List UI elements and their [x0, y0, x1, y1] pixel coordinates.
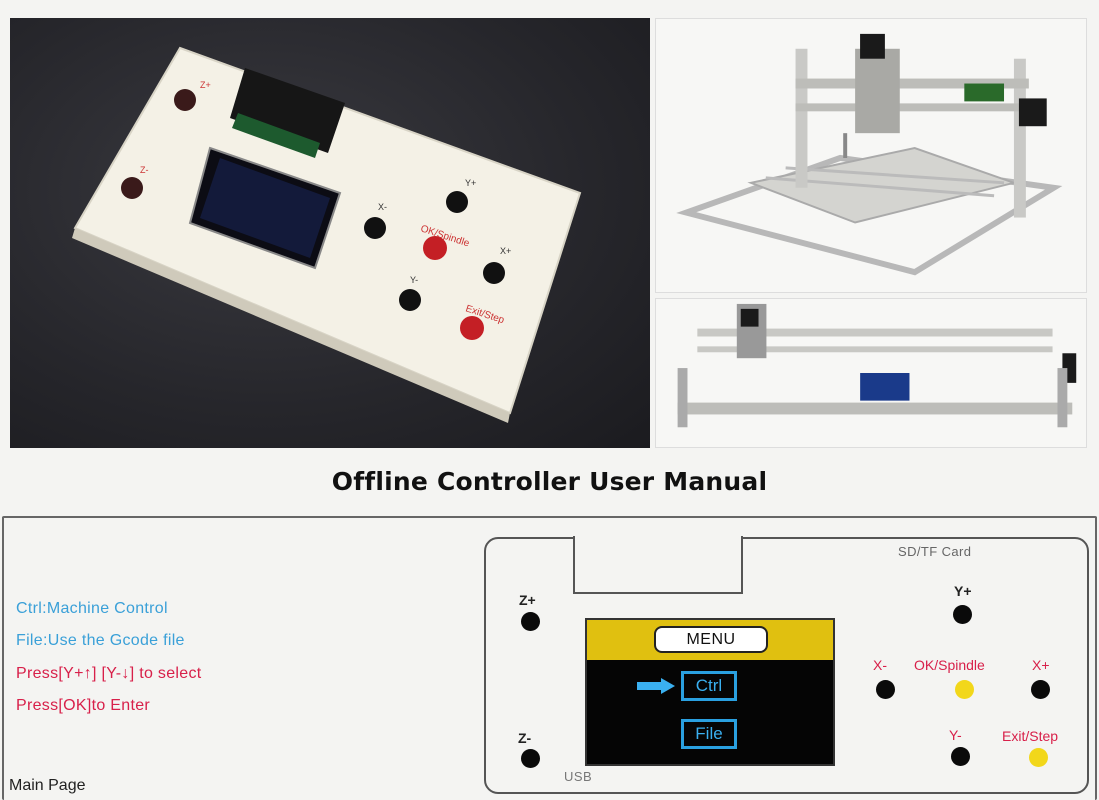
photo-button-y-minus	[399, 289, 421, 311]
y-plus-button[interactable]	[953, 605, 972, 624]
cnc-machine-photo	[655, 18, 1087, 293]
photo-button-x-minus	[364, 217, 386, 239]
main-page-panel	[2, 516, 1097, 800]
photo-button-z-minus	[121, 177, 143, 199]
instruction-file: File:Use the Gcode file	[16, 632, 185, 649]
sd-card-label: SD/TF Card	[898, 544, 972, 559]
cnc-front-rail	[697, 328, 1053, 337]
z-plus-button[interactable]	[521, 612, 540, 631]
x-minus-button[interactable]	[876, 680, 895, 699]
cnc-front-motor	[740, 308, 759, 327]
photo-button-z-plus	[174, 89, 196, 111]
photo-button-exit	[460, 316, 484, 340]
cnc-right-upright	[1013, 58, 1026, 218]
controller-photo: Z+ Z- X- Y+ OK/Spindle X+ Y- Exit/Step	[10, 18, 650, 448]
cnc-front-base	[677, 402, 1073, 415]
photo-label-x-plus: X+	[500, 246, 511, 256]
z-minus-button[interactable]	[521, 749, 540, 768]
cnc-gantry-rail	[795, 78, 1029, 89]
ok-spindle-label: OK/Spindle	[914, 657, 985, 673]
sd-card-slot	[573, 536, 743, 594]
exit-step-label: Exit/Step	[1002, 728, 1059, 744]
screen-header: MENU	[587, 620, 833, 660]
cnc-spindle-carriage	[855, 48, 900, 134]
photo-label-x-minus: X-	[378, 202, 387, 212]
cnc-z-motor	[860, 33, 885, 59]
photo-label-y-minus: Y-	[410, 275, 418, 285]
photo-button-y-plus	[446, 191, 468, 213]
controller-edge	[72, 228, 510, 423]
cnc-x-motor	[1018, 98, 1047, 127]
exit-step-button[interactable]	[1029, 748, 1048, 767]
cnc-front-left-leg	[677, 368, 688, 428]
photo-label-y-plus: Y+	[465, 178, 476, 188]
cnc-front-right-leg	[1057, 368, 1068, 428]
cnc-left-upright	[795, 48, 808, 188]
menu-title: MENU	[654, 626, 768, 653]
photo-label-z-plus: Z+	[200, 80, 211, 90]
page-label: Main Page	[9, 777, 86, 794]
menu-item-file[interactable]: File	[681, 719, 737, 749]
x-minus-label: X-	[873, 657, 887, 673]
photo-label-z-minus: Z-	[140, 165, 149, 175]
menu-item-ctrl[interactable]: Ctrl	[681, 671, 737, 701]
manual-title: Offline Controller User Manual	[331, 467, 768, 496]
usb-label: USB	[564, 769, 593, 784]
y-plus-label: Y+	[954, 583, 972, 599]
selection-arrow-icon	[637, 678, 675, 694]
instruction-select: Press[Y+↑] [Y-↓] to select	[16, 665, 202, 682]
controller-photo-drawing: Z+ Z- X- Y+ OK/Spindle X+ Y- Exit/Step	[72, 46, 582, 423]
cnc-machine-front-drawing	[677, 303, 1077, 428]
cnc-bed-slot	[785, 166, 1005, 185]
z-minus-label: Z-	[518, 730, 532, 746]
ok-spindle-button[interactable]	[955, 680, 974, 699]
x-plus-button[interactable]	[1031, 680, 1050, 699]
cnc-front-controller	[860, 373, 910, 401]
y-minus-button[interactable]	[951, 747, 970, 766]
cnc-front-rail	[697, 346, 1053, 353]
photo-button-ok	[423, 236, 447, 260]
x-plus-label: X+	[1032, 657, 1050, 673]
cnc-control-board	[964, 83, 1005, 102]
cnc-machine-front-photo	[655, 298, 1087, 448]
lcd-screen: MENU Ctrl File	[585, 618, 835, 766]
controller-diagram	[484, 537, 1089, 794]
pcb-strip	[232, 113, 320, 158]
y-minus-label: Y-	[949, 727, 962, 743]
cnc-bed	[747, 147, 1018, 224]
lcd-glass	[200, 158, 330, 258]
cnc-machine-drawing	[676, 33, 1063, 276]
photo-button-x-plus	[483, 262, 505, 284]
z-plus-label: Z+	[519, 592, 536, 608]
cnc-gantry-rail	[795, 103, 1029, 112]
instruction-enter: Press[OK]to Enter	[16, 697, 151, 714]
instruction-ctrl: Ctrl:Machine Control	[16, 600, 168, 617]
connector	[230, 68, 345, 153]
